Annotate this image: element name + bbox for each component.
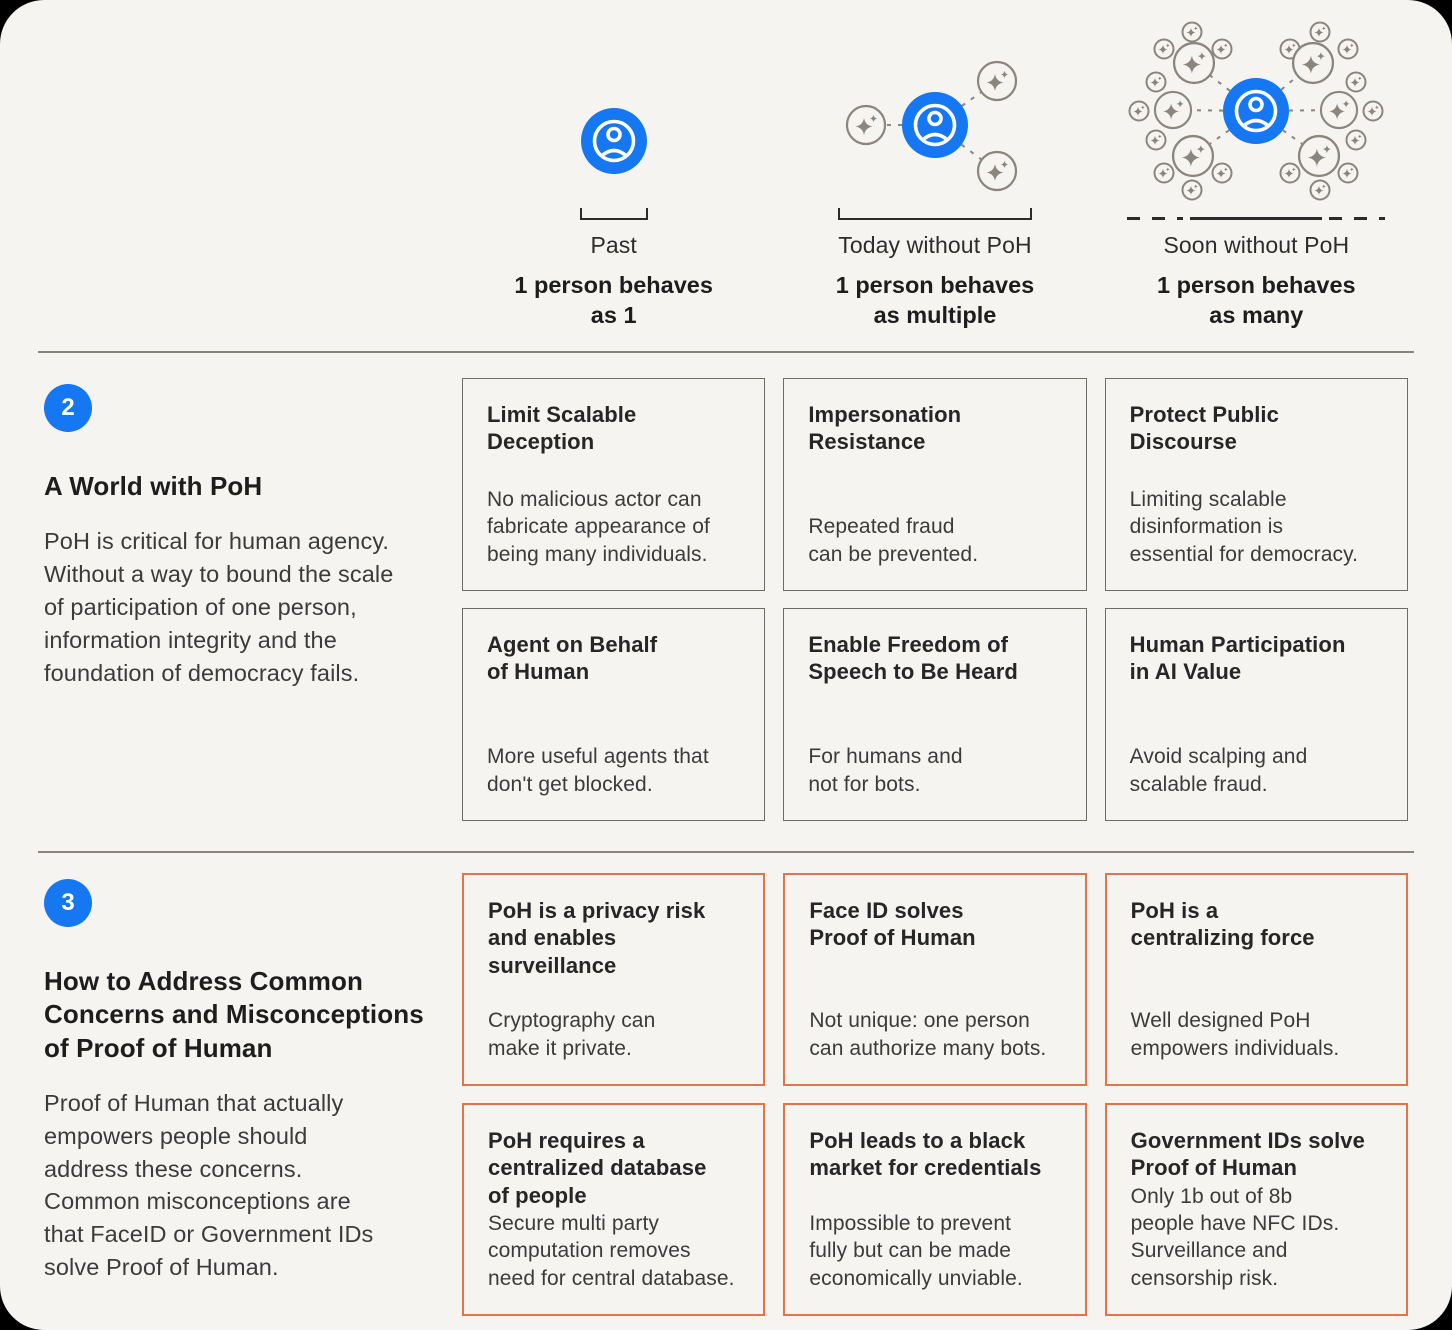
card-body: Only 1b out of 8b people have NFC IDs. S… — [1130, 1184, 1340, 1290]
top-left-spacer — [44, 28, 444, 351]
card: Protect Public Discourse Limiting scalab… — [1104, 378, 1408, 591]
card-title: PoH is a privacy risk and enables survei… — [488, 898, 706, 978]
era-past: Past 1 person behaves as 1 — [462, 28, 765, 351]
person-with-bots-icon — [830, 50, 1040, 200]
card-title: Agent on Behalf of Human — [487, 632, 658, 685]
card: PoH is a privacy risk and enables survei… — [462, 873, 766, 1086]
card-title: Enable Freedom of Speech to Be Heard — [808, 632, 1018, 685]
section-number-badge: 3 — [44, 879, 92, 927]
concern-cards-grid: PoH is a privacy risk and enables survei… — [462, 873, 1408, 1316]
divider — [38, 851, 1414, 853]
section-world-with-poh: 2 A World with PoH PoH is critical for h… — [0, 353, 1452, 851]
bracket — [579, 208, 648, 220]
card-body: Cryptography can make it private. — [488, 1009, 656, 1060]
section-number-badge: 2 — [44, 384, 92, 432]
benefit-cards-grid: Limit Scalable Deception No malicious ac… — [462, 378, 1408, 821]
card: Face ID solves Proof of Human Not unique… — [783, 873, 1087, 1086]
card-body: Secure multi party computation removes n… — [488, 1212, 735, 1290]
era-today: Today without PoH 1 person behaves as mu… — [783, 28, 1086, 351]
era-soon: Soon without PoH 1 person behaves as man… — [1105, 28, 1408, 351]
card-title: PoH requires a centralized database of p… — [488, 1128, 707, 1208]
card-title: PoH is a centralizing force — [1130, 898, 1315, 951]
card-body: Impossible to prevent fully but can be m… — [809, 1212, 1023, 1290]
section-title: A World with PoH — [44, 471, 263, 501]
card-body: Not unique: one person can authorize man… — [809, 1009, 1047, 1060]
bracket — [837, 208, 1032, 220]
card-title: Impersonation Resistance — [808, 402, 962, 455]
divider — [38, 351, 1414, 353]
card: Human Participation in AI Value Avoid sc… — [1104, 608, 1408, 821]
era-caption: 1 person behaves as 1 — [514, 272, 713, 328]
card: PoH is a centralizing force Well designe… — [1104, 873, 1408, 1086]
card: Impersonation Resistance Repeated fraud … — [783, 378, 1087, 591]
era-label: Today without PoH — [838, 232, 1032, 258]
card-title: Limit Scalable Deception — [487, 402, 637, 455]
card-body: Repeated fraud can be prevented. — [808, 515, 979, 566]
card: PoH leads to a black market for credenti… — [783, 1103, 1087, 1316]
section-description: Proof of Human that actually empowers pe… — [44, 1089, 374, 1281]
era-label: Past — [590, 232, 637, 258]
section-concerns: 3 How to Address Common Concerns and Mis… — [0, 853, 1452, 1328]
section-intro: 2 A World with PoH PoH is critical for h… — [44, 378, 444, 690]
eras-band: Past 1 person behaves as 1 Today — [0, 0, 1452, 351]
person-icon — [580, 108, 647, 174]
card: Government IDs solve Proof of Human Only… — [1104, 1103, 1408, 1316]
card: PoH requires a centralized database of p… — [462, 1103, 766, 1316]
section-title: How to Address Common Concerns and Misco… — [44, 966, 424, 1063]
card-title: Protect Public Discourse — [1129, 402, 1279, 455]
bracket-dashed — [1127, 208, 1386, 220]
section-intro: 3 How to Address Common Concerns and Mis… — [44, 873, 444, 1284]
card: Agent on Behalf of Human More useful age… — [462, 608, 766, 821]
era-label: Soon without PoH — [1163, 232, 1350, 258]
card-body: No malicious actor can fabricate appeara… — [487, 488, 710, 566]
era-caption: 1 person behaves as multiple — [835, 272, 1035, 328]
card-body: Limiting scalable disinformation is esse… — [1129, 488, 1359, 566]
card-title: Face ID solves Proof of Human — [809, 898, 976, 951]
section-description: PoH is critical for human agency. Withou… — [44, 528, 394, 686]
card-body: Well designed PoH empowers individuals. — [1130, 1009, 1340, 1060]
card-title: Human Participation in AI Value — [1129, 632, 1346, 685]
card-body: For humans and not for bots. — [808, 745, 963, 796]
card: Enable Freedom of Speech to Be Heard For… — [783, 608, 1087, 821]
card-title: Government IDs solve Proof of Human — [1130, 1128, 1365, 1181]
era-caption: 1 person behaves as many — [1157, 272, 1356, 328]
card-title: PoH leads to a black market for credenti… — [809, 1128, 1042, 1181]
card: Limit Scalable Deception No malicious ac… — [462, 378, 766, 591]
card-body: Avoid scalping and scalable fraud. — [1129, 745, 1308, 796]
card-body: More useful agents that don't get blocke… — [487, 745, 709, 796]
person-with-bot-swarm-icon — [1116, 16, 1396, 208]
